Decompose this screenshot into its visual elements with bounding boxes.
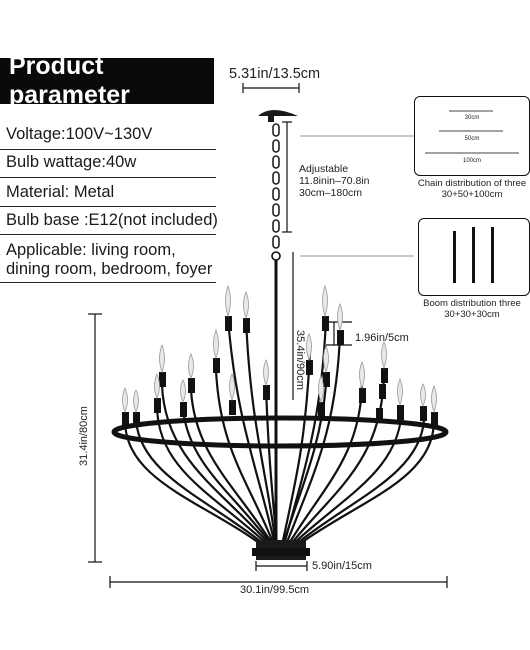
chain-adjustable-title: Adjustable [299, 163, 349, 175]
chain-caption: Chain distribution of three 30+50+100cm [414, 178, 530, 200]
product-parameter-title: Product parameter [0, 52, 214, 109]
canopy-width-label: 5.31in/13.5cm [229, 66, 321, 82]
title-text: Product parameter [9, 52, 130, 109]
boom-caption-line1: Boom distribution three [423, 298, 521, 309]
chain-adjustable-label: Adjustable 11.8inin–70.8in 30cm–180cm [299, 163, 369, 199]
divider [0, 177, 216, 178]
spec-applicable-line1: Applicable: living room, [6, 241, 176, 259]
spec-voltage: Voltage:100V~130V [6, 125, 153, 143]
divider [0, 149, 216, 150]
divider [0, 206, 216, 207]
chain-caption-line2: 30+50+100cm [441, 189, 503, 200]
boom-samples [453, 227, 494, 283]
chain-100cm-label: 100cm [462, 158, 481, 164]
spec-material: Material: Metal [6, 183, 115, 201]
chain-samples [425, 110, 519, 154]
spec-applicable-line2: dining room, bedroom, foyer [6, 260, 213, 278]
divider [0, 282, 216, 283]
chain-adjustable-cm: 30cm–180cm [299, 187, 363, 199]
boom-caption: Boom distribution three 30+30+30cm [414, 298, 530, 320]
chain-30cm-label: 30cm [464, 115, 480, 121]
spec-bulb-base: Bulb base :E12(not included) [6, 211, 218, 229]
boom-distribution-box [418, 218, 530, 296]
boom-caption-line2: 30+30+30cm [444, 309, 500, 320]
overall-height-label: 31.4in/80cm [78, 406, 90, 466]
divider [0, 234, 216, 235]
bottom-width-label: 5.90in/15cm [312, 560, 372, 572]
body-height-label: 35.4in/90cm [294, 330, 306, 390]
boom-step-label: 1.96in/5cm [355, 332, 409, 344]
chain-50cm-label: 50cm [464, 136, 480, 142]
overall-width-label: 30.1in/99.5cm [240, 584, 310, 593]
chain-caption-line1: Chain distribution of three [417, 178, 527, 189]
spec-bulb-wattage: Bulb wattage:40w [6, 153, 137, 171]
chain-adjustable-in: 11.8inin–70.8in [299, 175, 370, 187]
chain-distribution-box: 30cm 50cm 100cm [414, 96, 530, 176]
